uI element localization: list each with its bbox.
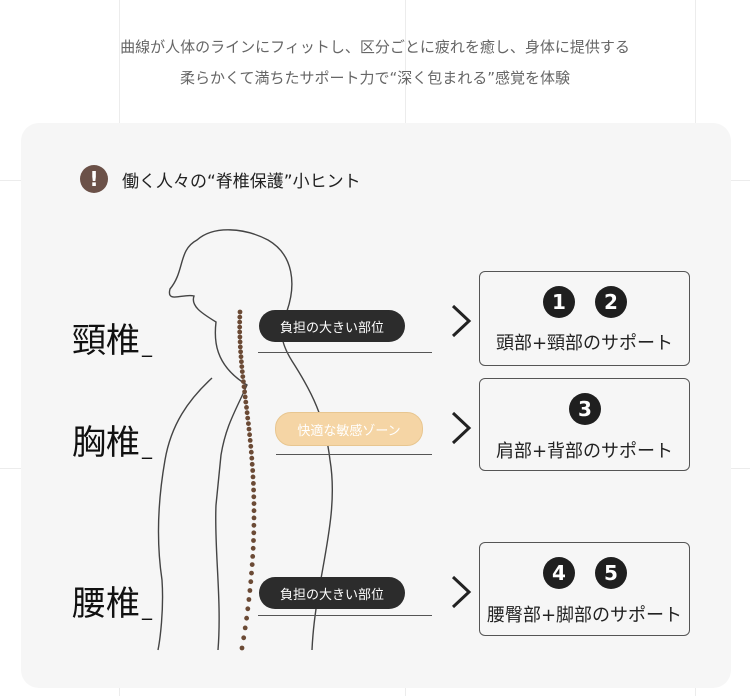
cervical-label: 頸椎_ [72,313,152,362]
thoracic-line [276,454,432,455]
tip-text: 働く人々の“脊椎保護”小ヒント [122,171,361,192]
thoracic-label: 胸椎_ [72,415,152,464]
cervical-pill: 負担の大きい部位 [259,310,405,342]
cervical-underscore: _ [142,333,152,357]
thoracic-support-text: 肩部+背部のサポート [495,441,674,462]
lumbar-support-text: 腰臀部+脚部のサポート [486,605,683,626]
cervical-support-text: 頭部+頸部のサポート [495,333,674,354]
lumbar-label: 腰椎_ [72,576,152,625]
thoracic-support-box: 3 肩部+背部のサポート [479,378,690,471]
intro-line-1: 曲線が人体のラインにフィットし、区分ごとに疲れを癒し、身体に提供する [120,38,630,56]
number-badge-5: 5 [595,557,627,589]
cervical-label-text: 頸椎 [72,321,140,361]
lumbar-underscore: _ [142,596,152,620]
lumbar-label-text: 腰椎 [72,584,140,624]
intro-line-2: 柔らかくて満ちたサポート力で“深く包まれる”感覚を体験 [179,69,571,87]
thoracic-pill: 快適な敏感ゾーン [275,412,423,446]
chevron-right-icon [451,575,472,609]
thoracic-label-text: 胸椎 [72,423,140,463]
thoracic-underscore: _ [142,435,152,459]
lumbar-numbers: 4 5 [543,557,627,589]
number-badge-2: 2 [595,286,627,318]
number-badge-4: 4 [543,557,575,589]
exclamation-icon: ! [80,165,108,193]
number-badge-3: 3 [569,393,601,425]
cervical-support-box: 1 2 頭部+頸部のサポート [479,271,690,366]
chevron-right-icon [451,411,472,445]
lumbar-line [258,615,432,616]
number-badge-1: 1 [543,286,575,318]
lumbar-pill: 負担の大きい部位 [259,577,405,609]
chevron-right-icon [451,304,472,338]
tip-heading: ! 働く人々の“脊椎保護”小ヒント [80,165,361,193]
cervical-numbers: 1 2 [543,286,627,318]
cervical-line [258,352,432,353]
lumbar-support-box: 4 5 腰臀部+脚部のサポート [479,542,690,636]
thoracic-numbers: 3 [569,393,601,425]
